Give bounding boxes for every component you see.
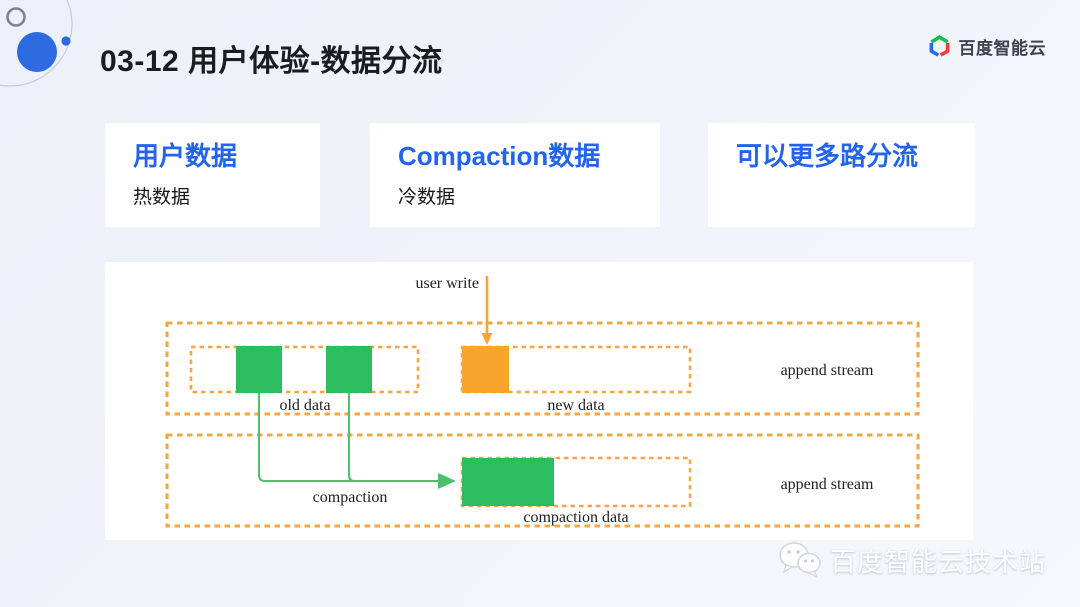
card-compaction-data: Compaction数据 冷数据 — [370, 123, 660, 227]
diagram-panel: user write append stream old data new da… — [105, 262, 973, 540]
user-write-arrowhead — [481, 333, 493, 345]
append-stream-1-label: append stream — [781, 362, 874, 379]
decor-arc — [0, 0, 73, 87]
card-title: 用户数据 — [133, 141, 238, 171]
old-data-block-1 — [236, 346, 282, 393]
brand-logo: 百度智能云 — [927, 34, 1047, 59]
card-title: 可以更多路分流 — [736, 141, 919, 171]
baidu-cloud-icon — [929, 35, 949, 57]
compaction-data-block — [462, 458, 554, 506]
compaction-line-1 — [258, 393, 456, 489]
append-stream-2-label: append stream — [781, 476, 874, 493]
card-user-data: 用户数据 热数据 — [105, 123, 320, 227]
watermark: 百度智能云技术站 — [776, 539, 1046, 581]
compaction-label: compaction — [313, 489, 388, 506]
new-data-block — [462, 346, 509, 393]
decor-blue-dot — [61, 36, 71, 46]
watermark-text: 百度智能云技术站 — [830, 546, 1047, 577]
wechat-icon — [779, 542, 821, 579]
brand-logo-text: 百度智能云 — [958, 39, 1046, 58]
append-stream-2-box — [165, 433, 920, 528]
append-stream-1-box — [165, 321, 920, 416]
old-data-block-2 — [326, 346, 372, 393]
user-write-label: user write — [415, 275, 479, 292]
old-data-label: old data — [279, 397, 330, 414]
data-stream-diagram: user write append stream old data new da… — [165, 275, 920, 528]
card-more-streams: 可以更多路分流 — [708, 123, 975, 227]
new-data-box — [460, 345, 692, 394]
compaction-line-2 — [348, 393, 405, 482]
card-subtitle: 冷数据 — [398, 186, 456, 208]
decor-blue-circle — [17, 32, 57, 72]
page-title: 03-12 用户体验-数据分流 — [100, 45, 443, 78]
compaction-data-label: compaction data — [523, 509, 628, 526]
old-data-box — [189, 345, 420, 394]
card-title: Compaction数据 — [398, 141, 601, 171]
card-subtitle: 热数据 — [133, 186, 191, 208]
decor-ring — [6, 7, 26, 27]
new-data-label: new data — [547, 397, 604, 414]
